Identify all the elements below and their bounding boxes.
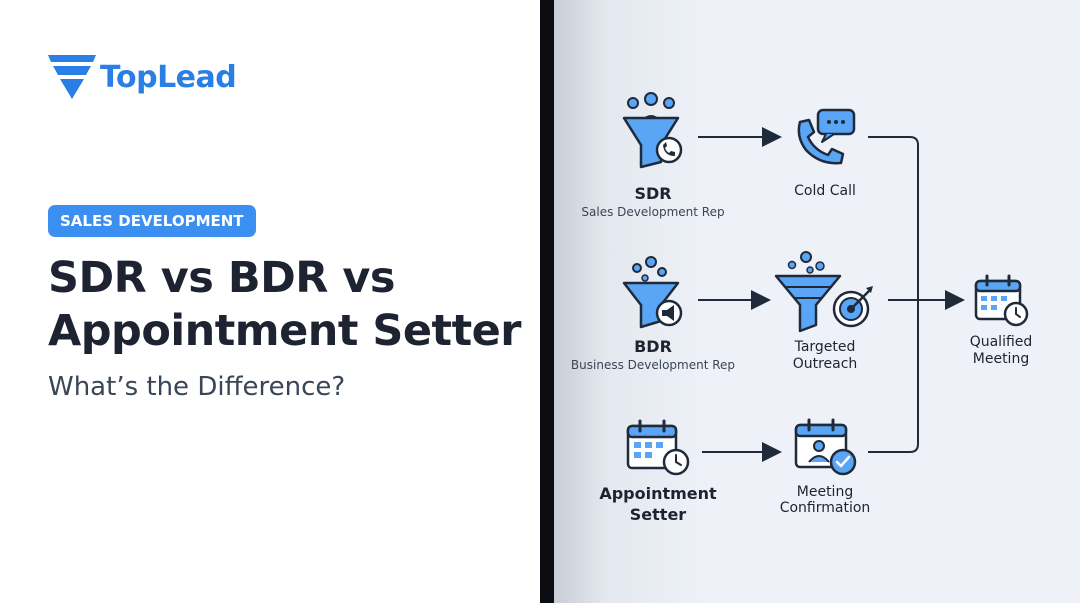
bdr-subtitle: Business Development Rep [571, 358, 735, 372]
category-badge: SALES DEVELOPMENT [48, 205, 256, 237]
outreach-label-line-1: Targeted [794, 339, 856, 355]
merge-connector [868, 136, 919, 453]
bdr-title: BDR [634, 337, 672, 356]
sdr-title: SDR [634, 184, 671, 203]
page-subtitle: What’s the Difference? [48, 372, 346, 402]
qualified-label-line-1: Qualified [970, 334, 1033, 350]
phone-chat-icon [797, 108, 856, 165]
confirmation-label-line-2: Confirmation [780, 500, 871, 516]
bdr-funnel-icon [622, 256, 683, 329]
sdr-subtitle: Sales Development Rep [581, 205, 724, 219]
calendar-person-check-icon [794, 418, 857, 476]
confirmation-label-line-1: Meeting [797, 484, 853, 500]
sdr-funnel-icon [622, 92, 683, 169]
toplead-logo: TopLead [48, 55, 237, 99]
setter-title-line-2: Setter [630, 505, 687, 524]
setter-title-line-1: Appointment [599, 484, 717, 503]
qualified-label-line-2: Meeting [973, 351, 1029, 367]
funnel-logo-icon [48, 55, 96, 99]
title-line-1: SDR vs BDR vs [48, 253, 396, 303]
qualified-calendar-clock-icon [974, 274, 1029, 327]
funnel-target-icon [774, 251, 873, 333]
outreach-label-line-2: Outreach [793, 356, 858, 372]
cold-call-label: Cold Call [794, 183, 856, 199]
brand-name: TopLead [100, 59, 237, 95]
panel-divider [540, 0, 554, 603]
setter-calendar-clock-icon [626, 419, 690, 476]
page-title: SDR vs BDR vs Appointment Setter [48, 252, 522, 358]
left-panel: TopLead SALES DEVELOPMENT SDR vs BDR vs … [48, 55, 522, 402]
title-line-2: Appointment Setter [48, 306, 522, 356]
